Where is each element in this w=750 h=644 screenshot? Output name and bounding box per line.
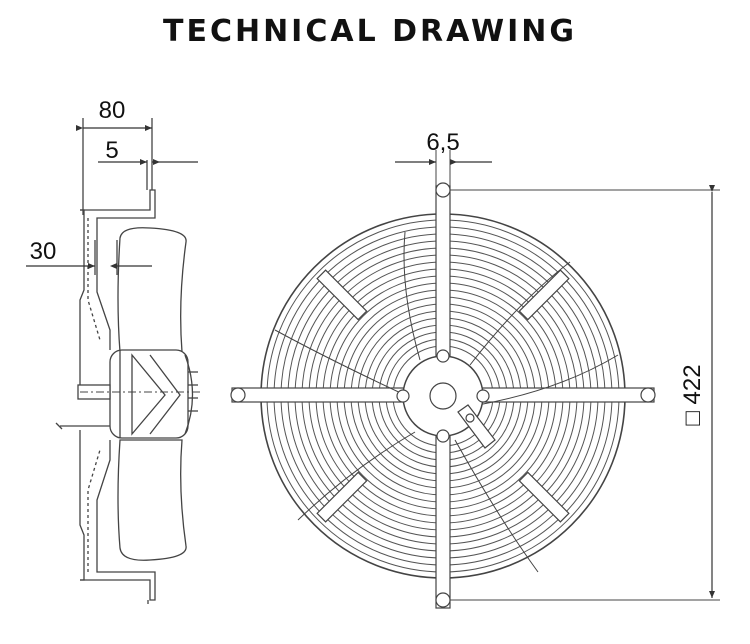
dimension-overall-depth: 80 [76,97,152,131]
dimension-flange-offset: 5 [98,137,198,165]
side-view [55,118,200,604]
page-title: TECHNICAL DRAWING [162,14,577,49]
dim-label-80: 80 [99,97,126,124]
dimension-square-size: □ 422 [450,185,720,601]
dimension-hole-diameter: 6,5 [395,129,492,190]
dim-label-6-5: 6,5 [426,129,459,156]
dim-label-30: 30 [30,238,57,265]
dim-label-422: □ 422 [679,364,706,425]
dimension-hub-offset: 30 [26,238,152,269]
dim-label-5: 5 [105,137,118,164]
front-view-guard [230,182,656,609]
